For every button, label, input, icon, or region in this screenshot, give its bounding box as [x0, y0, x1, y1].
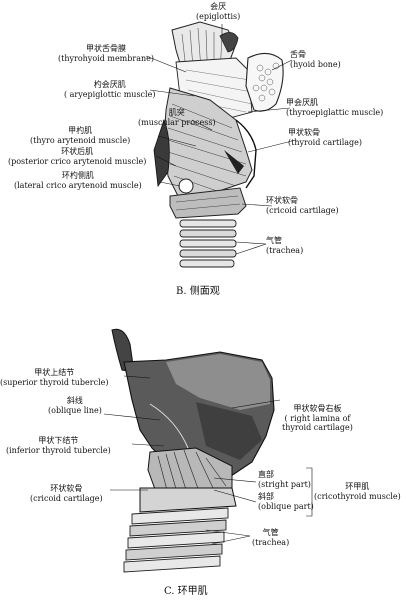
label-stright-part: 直部 (stright part) [258, 470, 311, 489]
label-cricothyroid-muscle: 环甲肌 (cricothyroid muscle) [314, 482, 401, 501]
hyoid-bone-shape [245, 52, 284, 112]
label-thyrohyoid-membrane: 甲状舌骨膜 (thyrohyoid membrane) [58, 44, 154, 63]
panel-c-caption: C. 环甲肌 [164, 586, 208, 597]
label-inferior-thyroid-tubercle: 甲状下结节 (inferior thyroid tubercle) [6, 436, 111, 455]
label-posterior-crico-arytenoid: 环状后肌 (posterior crico arytenoid muscle) [8, 147, 147, 166]
label-oblique-part: 斜部 (oblique part) [258, 492, 314, 511]
trachea-rings-c [123, 507, 229, 573]
label-oblique-line: 斜线 (oblique line) [48, 396, 102, 415]
label-superior-thyroid-tubercle: 甲状上结节 (superior thyroid tubercle) [0, 368, 109, 387]
label-muscular-process: 肌突 (muscular process) [138, 108, 216, 127]
cricoid-cartilage-b [169, 187, 247, 219]
label-lateral-crico-arytenoid: 环杓侧肌 (lateral crico arytenoid muscle) [14, 171, 142, 190]
label-right-lamina: 甲状软骨右板 ( right lamina of thyroid cartila… [282, 404, 353, 432]
label-epiglottis-zh: 会厌 [210, 2, 227, 11]
label-thyro-arytenoid: 甲杓肌 (thyro arytenoid muscle) [30, 126, 131, 145]
label-trachea-c: 气管 (trachea) [252, 528, 290, 547]
label-trachea-b: 气管 (trachea) [266, 236, 304, 255]
cricoid-cartilage-c [139, 487, 237, 513]
label-cricoid-cartilage-b: 环状软骨 (cricoid cartilage) [266, 196, 339, 215]
label-epiglottis-en: (epiglottis) [196, 11, 241, 21]
label-cricoid-cartilage-c: 环状软骨 (cricoid cartilage) [30, 484, 103, 503]
label-epiglottis: 会厌 (epiglottis) [196, 2, 240, 21]
label-aryepiglottic-muscle: 杓会厌肌 ( aryepiglottic muscle) [64, 80, 156, 99]
label-thyroid-cartilage: 甲状软骨 (thyroid cartilage) [288, 128, 363, 147]
label-thyroepiglattic-muscle: 甲会厌肌 (thyroepiglattic muscle) [286, 98, 384, 117]
trachea-rings-b [179, 219, 237, 268]
panel-b-caption: B. 侧面观 [176, 286, 220, 297]
label-hyoid-bone: 舌骨 (hyoid bone) [290, 50, 341, 69]
